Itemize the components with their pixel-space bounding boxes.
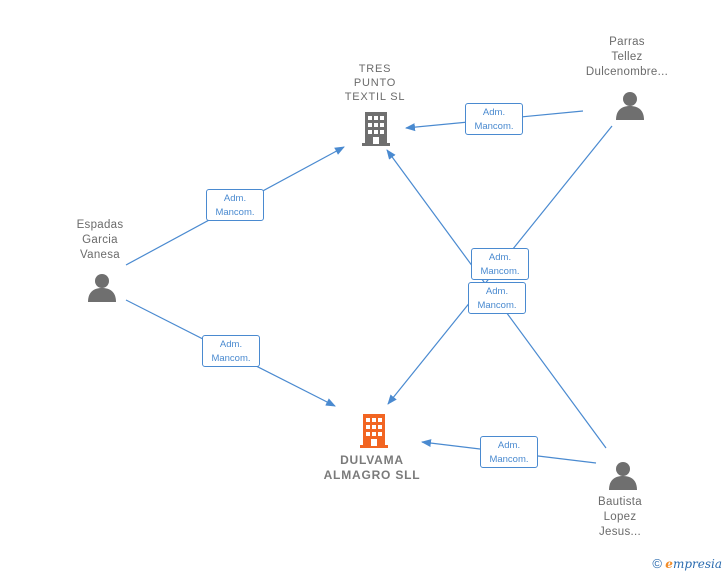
person-name-line: Dulcenombre... bbox=[585, 66, 669, 78]
edge-role: Adm. bbox=[488, 252, 512, 263]
building-icon[interactable] bbox=[360, 414, 388, 448]
person-label-bautista[interactable]: Bautista Lopez Jesus... bbox=[575, 495, 665, 540]
person-name-line: Parras bbox=[609, 36, 645, 48]
edge-role-type: Mancom. bbox=[211, 353, 251, 364]
edge-role-type: Mancom. bbox=[480, 266, 520, 277]
edge-role-type: Mancom. bbox=[474, 121, 514, 132]
edge-label-parras-tres-punto[interactable]: Adm. Mancom. bbox=[465, 103, 523, 135]
edge-lines bbox=[125, 110, 613, 464]
person-name-line: Garcia bbox=[82, 234, 118, 246]
person-label-espadas[interactable]: Espadas Garcia Vanesa bbox=[55, 218, 145, 263]
person-name-line: Tellez bbox=[611, 51, 643, 63]
edge-role: Adm. bbox=[497, 440, 521, 451]
edge-role: Adm. bbox=[485, 286, 509, 297]
edge-label-bautista-dulvama[interactable]: Adm. Mancom. bbox=[480, 436, 538, 468]
edge-role: Adm. bbox=[223, 193, 247, 204]
person-icon[interactable] bbox=[87, 272, 117, 302]
company-label-dulvama[interactable]: DULVAMA ALMAGRO SLL bbox=[312, 453, 432, 483]
empresia-brand[interactable]: © empresia bbox=[652, 556, 722, 571]
person-icon[interactable] bbox=[608, 460, 638, 490]
company-name-line: TEXTIL SL bbox=[344, 91, 406, 103]
person-icon[interactable] bbox=[615, 90, 645, 120]
company-label-tres-punto[interactable]: TRES PUNTO TEXTIL SL bbox=[330, 62, 420, 104]
edge-label-parras-dulvama[interactable]: Adm. Mancom. bbox=[471, 248, 529, 280]
edge-role: Adm. bbox=[219, 339, 243, 350]
company-name-line: PUNTO bbox=[353, 77, 397, 89]
person-name-line: Espadas bbox=[76, 219, 124, 231]
person-name-line: Bautista bbox=[598, 496, 642, 508]
person-name-line: Jesus... bbox=[598, 526, 642, 538]
company-name-line: TRES bbox=[358, 63, 392, 75]
person-label-parras[interactable]: Parras Tellez Dulcenombre... bbox=[572, 35, 682, 80]
edge-role-type: Mancom. bbox=[489, 454, 529, 465]
building-icon[interactable] bbox=[362, 112, 390, 146]
company-name-line: ALMAGRO SLL bbox=[323, 468, 421, 482]
brand-logo-text: mpresia bbox=[672, 557, 722, 571]
company-name-line: DULVAMA bbox=[340, 453, 404, 467]
edge-label-espadas-tres-punto[interactable]: Adm. Mancom. bbox=[206, 189, 264, 221]
edge-role-type: Mancom. bbox=[477, 300, 517, 311]
person-name-line: Vanesa bbox=[80, 249, 120, 261]
edge-role: Adm. bbox=[482, 107, 506, 118]
brand-logo-e: e bbox=[665, 557, 673, 571]
copyright-icon: © bbox=[652, 556, 662, 571]
person-name-line: Lopez bbox=[603, 511, 637, 523]
edge-label-espadas-dulvama[interactable]: Adm. Mancom. bbox=[202, 335, 260, 367]
edge-role-type: Mancom. bbox=[215, 207, 255, 218]
edge-label-bautista-tres-punto[interactable]: Adm. Mancom. bbox=[468, 282, 526, 314]
